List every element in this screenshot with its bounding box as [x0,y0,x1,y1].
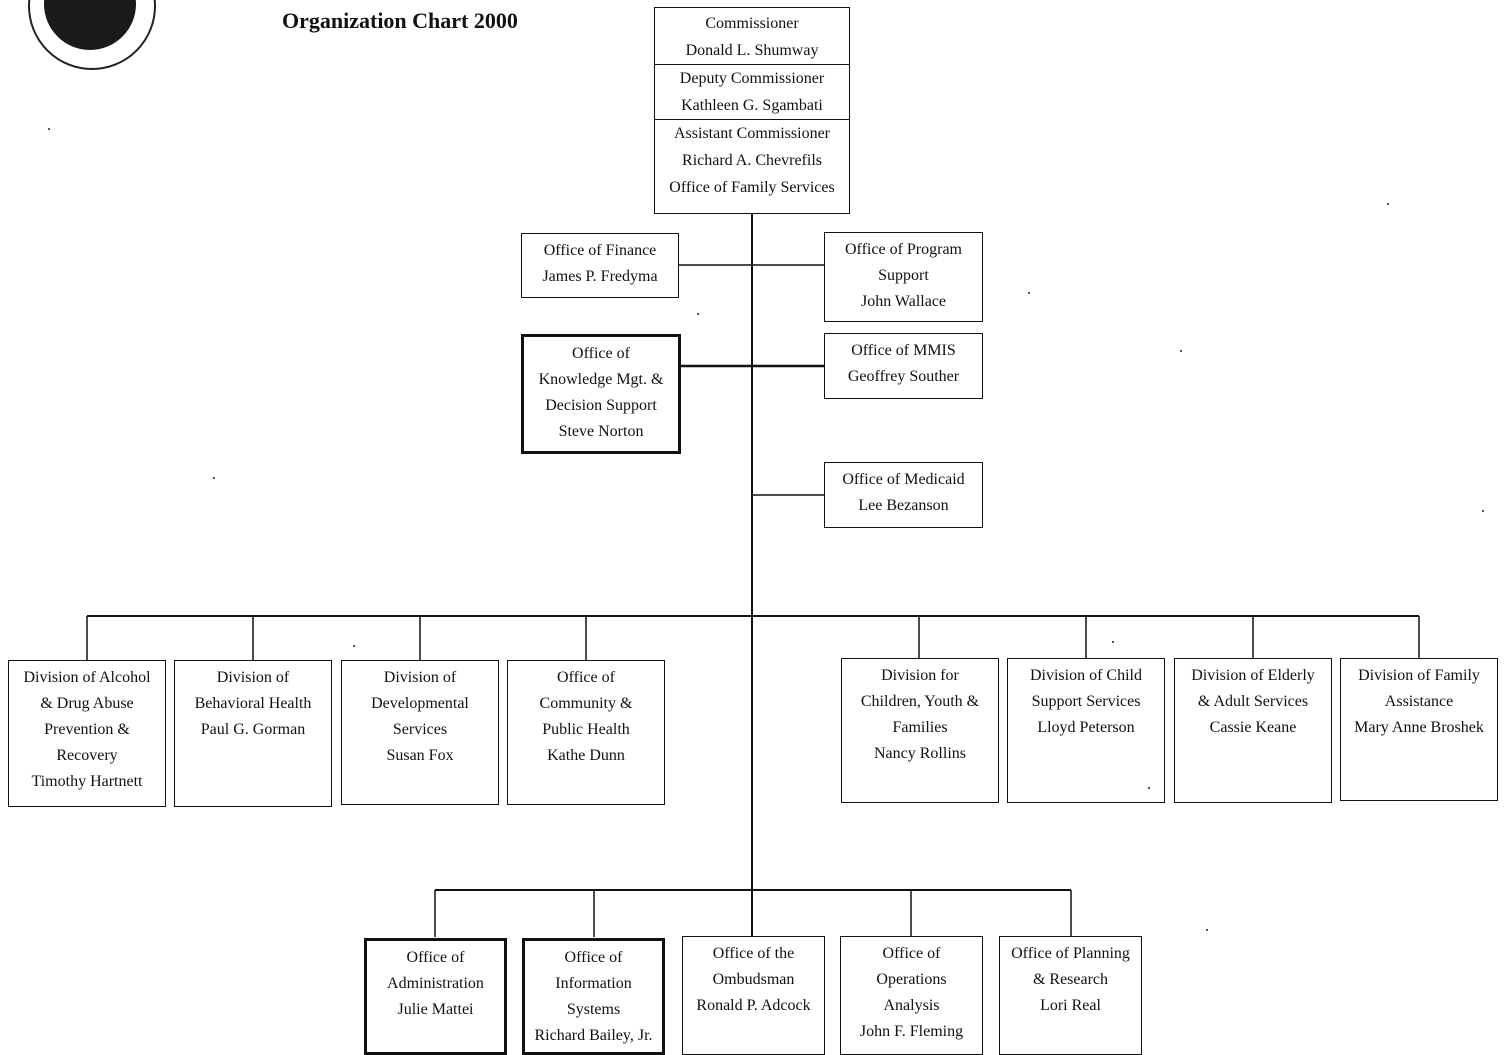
division-box-line: Support Services [1031,693,1141,710]
division-box-line: Office of [557,669,615,686]
office-box-line: Julie Mattei [397,1001,474,1018]
division-box-line: Nancy Rollins [874,745,966,762]
division-box-line: Division of [216,669,290,686]
division-box-line: & Adult Services [1197,693,1309,710]
chart-title: Organization Chart 2000 [282,8,518,33]
division-box-line: Susan Fox [386,747,454,764]
division-box-line: Kathe Dunn [547,747,625,764]
division-box-line: Division for [881,667,959,684]
staff-left-box-line: Office of Finance [543,242,657,259]
division-box-line: Timothy Hartnett [31,773,143,790]
staff-right-box-line: Support [878,267,929,284]
office-box-line: Operations [876,971,947,988]
scan-speck [1028,292,1030,294]
commissioner-title: Commissioner [705,15,799,32]
office-box-line: Ombudsman [712,971,795,988]
division-box-line: & Drug Abuse [40,695,134,712]
division-box-line: Families [892,719,948,736]
division-box-line: Cassie Keane [1209,719,1297,736]
office-box-line: & Research [1032,971,1109,988]
assistant-office: Office of Family Services [669,179,835,196]
staff-right-box-line: Office of Medicaid [842,471,965,488]
scan-speck [353,645,355,647]
staff-right-box-line: Lee Bezanson [858,497,949,514]
staff-left-box-line: Office of [572,345,630,362]
division-box-line: Developmental [371,695,469,712]
division-box-line: Public Health [542,721,630,738]
scan-speck [1482,510,1484,512]
scan-speck [213,477,215,479]
scan-speck [697,313,699,315]
top-stack: Commissioner Donald L. Shumway Deputy Co… [654,7,850,214]
staff-left-box-line: Knowledge Mgt. & [538,371,664,388]
office-box-line: Office of the [712,945,795,962]
commissioner-name: Donald L. Shumway [685,42,819,59]
staff-right-box: Office of MMIS Geoffrey Souther [824,333,983,399]
assistant-name: Richard A. Chevrefils [682,152,822,169]
office-box-line: John F. Fleming [859,1023,964,1040]
office-box-line: Administration [387,975,484,992]
office-box-line: Lori Real [1040,997,1101,1014]
division-box-line: Recovery [56,747,118,764]
division-box-line: Behavioral Health [194,695,312,712]
office-box-line: Information [555,975,632,992]
scan-speck [1148,787,1150,789]
staff-left-box-line: Decision Support [545,397,657,414]
scan-speck [1387,203,1389,205]
office-box-line: Office of [564,949,623,966]
division-box-line: Community & [539,695,633,712]
division-box-line: Division of Child [1029,667,1142,684]
division-box-line: Assistance [1384,693,1454,710]
scan-speck [1180,350,1182,352]
division-box-line: Lloyd Peterson [1037,719,1135,736]
scan-speck [48,128,50,130]
division-box-line: Division of Family [1358,667,1480,684]
division-box-line: Division of [383,669,457,686]
division-box-line: Division of Alcohol [23,669,151,686]
office-box-line: Systems [566,1001,621,1018]
office-box-line: Ronald P. Adcock [696,997,811,1014]
staff-right-box-line: Geoffrey Souther [847,368,960,385]
staff-left-box-line: James P. Fredyma [542,268,658,285]
division-box-line: Services [392,721,448,738]
scan-speck [1206,929,1208,931]
division-box-line: Paul G. Gorman [200,721,306,738]
staff-left-box: Office of Knowledge Mgt. & Decision Suppor… [521,334,681,454]
division-box-line: Prevention & [44,721,130,738]
office-box-line: Office of [406,949,465,966]
scan-speck [1112,641,1114,643]
staff-left-box-line: Steve Norton [558,423,644,440]
office-box-line: Analysis [883,997,940,1014]
division-box-line: Mary Anne Broshek [1354,719,1484,736]
staff-right-box-line: Office of Program [845,241,962,258]
deputy-title: Deputy Commissioner [655,64,849,92]
division-box-line: Children, Youth & [860,693,980,710]
office-box-line: Richard Bailey, Jr. [534,1027,653,1044]
division-box-line: Division of Elderly [1191,667,1315,684]
staff-right-box-line: John Wallace [860,293,947,310]
staff-right-box-line: Office of MMIS [851,342,956,359]
office-box-line: Office of Planning [1011,945,1130,962]
deputy-name: Kathleen G. Sgambati [681,97,823,114]
assistant-title: Assistant Commissioner [655,119,849,147]
office-box-line: Office of [882,945,941,962]
